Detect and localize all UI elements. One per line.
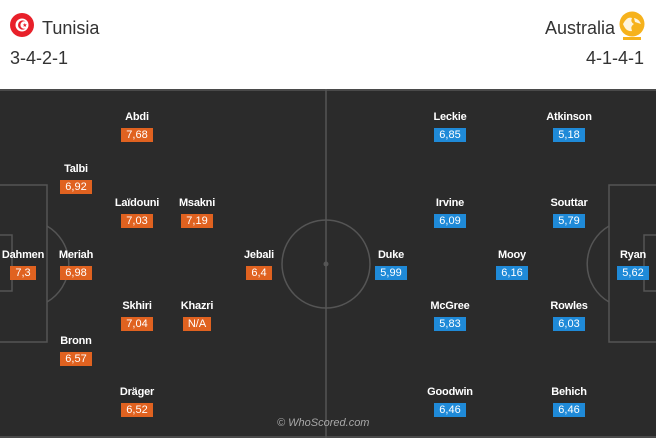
player-name: Msakni xyxy=(178,197,216,209)
player-goodwin[interactable]: Goodwin 6,46 xyxy=(415,386,485,418)
player-laidouni[interactable]: Laïdouni 7,03 xyxy=(102,197,172,229)
player-rating: 7,03 xyxy=(121,214,153,228)
player-name: Goodwin xyxy=(427,386,473,398)
player-name: Souttar xyxy=(550,197,588,209)
player-rating: 5,62 xyxy=(617,266,649,280)
player-meriah[interactable]: Meriah 6,98 xyxy=(41,249,111,281)
player-name: Ryan xyxy=(619,249,647,261)
player-rating: 7,68 xyxy=(121,128,153,142)
player-abdi[interactable]: Abdi 7,68 xyxy=(102,111,172,143)
away-formation: 4-1-4-1 xyxy=(585,48,644,68)
player-name: Abdi xyxy=(125,111,149,123)
player-rating: 6,85 xyxy=(434,128,466,142)
player-rating: 6,46 xyxy=(553,403,585,417)
home-team-name: Tunisia xyxy=(42,18,100,38)
player-duke[interactable]: Duke 5,99 xyxy=(356,249,426,281)
player-rating: 7,04 xyxy=(121,317,153,331)
player-rating: 6,98 xyxy=(60,266,92,280)
player-skhiri[interactable]: Skhiri 7,04 xyxy=(102,300,172,332)
player-rating: 5,18 xyxy=(553,128,585,142)
player-behich[interactable]: Behich 6,46 xyxy=(534,386,604,418)
player-name: Rowles xyxy=(550,300,588,312)
player-msakni[interactable]: Msakni 7,19 xyxy=(162,197,232,229)
player-name: Bronn xyxy=(60,335,92,347)
player-talbi[interactable]: Talbi 6,92 xyxy=(41,163,111,195)
player-mcgree[interactable]: McGree 5,83 xyxy=(415,300,485,332)
player-rating: 5,99 xyxy=(375,266,407,280)
player-name: Atkinson xyxy=(546,111,592,123)
player-ryan[interactable]: Ryan 5,62 xyxy=(598,249,656,281)
player-rating: 5,83 xyxy=(434,317,466,331)
player-rating: 6,52 xyxy=(121,403,153,417)
player-name: Meriah xyxy=(58,249,94,261)
player-dahmen[interactable]: Dahmen 7,3 xyxy=(0,249,58,281)
player-atkinson[interactable]: Atkinson 5,18 xyxy=(534,111,604,143)
tunisia-flag-icon xyxy=(9,12,35,38)
player-name: Behich xyxy=(551,386,587,398)
player-name: Khazri xyxy=(180,300,214,312)
away-team-name: Australia xyxy=(544,18,615,38)
australia-socceroos-icon xyxy=(617,10,647,42)
player-rating: 5,79 xyxy=(553,214,585,228)
player-name: Duke xyxy=(377,249,405,261)
whoscored-watermark: © WhoScored.com xyxy=(277,417,370,429)
player-name: McGree xyxy=(430,300,470,312)
player-rating: 7,19 xyxy=(181,214,213,228)
player-name: Dahmen xyxy=(1,249,45,261)
player-rating: 6,16 xyxy=(496,266,528,280)
match-header: Tunisia 3-4-2-1 Australia 4-1-4-1 xyxy=(0,0,656,89)
player-leckie[interactable]: Leckie 6,85 xyxy=(415,111,485,143)
player-drager[interactable]: Dräger 6,52 xyxy=(102,386,172,418)
pitch-markings xyxy=(0,89,656,438)
player-khazri[interactable]: Khazri N/A xyxy=(162,300,232,332)
player-rating: 6,92 xyxy=(60,180,92,194)
player-name: Jebali xyxy=(244,249,274,261)
pitch: Abdi 7,68 Talbi 6,92 Laïdouni 7,03 Msakn… xyxy=(0,89,656,438)
player-mooy[interactable]: Mooy 6,16 xyxy=(477,249,547,281)
home-formation: 3-4-2-1 xyxy=(10,48,69,68)
player-name: Skhiri xyxy=(122,300,152,312)
player-name: Leckie xyxy=(433,111,467,123)
player-rating: 6,03 xyxy=(553,317,585,331)
player-rowles[interactable]: Rowles 6,03 xyxy=(534,300,604,332)
player-rating: 7,3 xyxy=(10,266,36,280)
player-souttar[interactable]: Souttar 5,79 xyxy=(534,197,604,229)
player-rating: 6,09 xyxy=(434,214,466,228)
player-name: Irvine xyxy=(435,197,465,209)
player-bronn[interactable]: Bronn 6,57 xyxy=(41,335,111,367)
player-name: Talbi xyxy=(64,163,88,175)
player-irvine[interactable]: Irvine 6,09 xyxy=(415,197,485,229)
player-rating: 6,57 xyxy=(60,352,92,366)
player-rating: 6,4 xyxy=(246,266,272,280)
player-rating: N/A xyxy=(182,317,212,331)
player-jebali[interactable]: Jebali 6,4 xyxy=(224,249,294,281)
player-name: Dräger xyxy=(119,386,155,398)
player-name: Laïdouni xyxy=(114,197,160,209)
player-rating: 6,46 xyxy=(434,403,466,417)
player-name: Mooy xyxy=(498,249,526,261)
